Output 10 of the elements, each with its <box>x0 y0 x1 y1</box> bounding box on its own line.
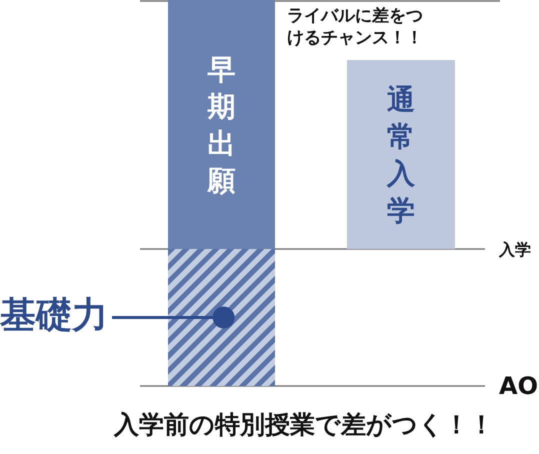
level-label: AO <box>499 371 538 402</box>
note-text: ライバルに差をつけるチャンス！！ <box>287 5 424 50</box>
caption: 入学前の特別授業で差がつく！！ <box>114 409 494 441</box>
bar <box>168 0 275 249</box>
bar <box>347 60 455 249</box>
leader-line <box>112 306 235 328</box>
bar-label: 通常入学 <box>387 82 415 228</box>
bar-label: 早期出願 <box>208 52 236 198</box>
hatched-bar <box>168 249 275 386</box>
level-label: 入学 <box>499 240 531 261</box>
